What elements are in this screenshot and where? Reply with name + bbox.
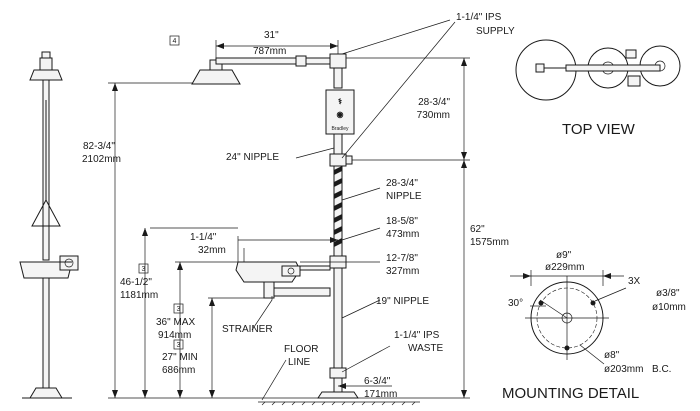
dim-bowl-depth-in: 18-5/8" (386, 216, 418, 227)
floor-hatching (258, 401, 420, 406)
dim-head-to-top-in: 28-3/4" (418, 97, 450, 108)
dim-waste: 1-1/4" IPS (394, 330, 440, 341)
mounting-detail: ø9" ø229mm 3X ø3/8" ø10mm 30° ø8" ø203mm… (502, 250, 686, 402)
callout-head: 4 (173, 38, 177, 45)
mount-holes-count: 3X (628, 276, 641, 287)
top-view: TOP VIEW (515, 39, 681, 138)
label-floor-line-2: LINE (288, 357, 311, 368)
dim-max-mm: 914mm (158, 330, 191, 341)
dim-bowl-offset-in: 12-7/8" (386, 253, 418, 264)
dim-overall-height-in: 82-3/4" (83, 141, 115, 152)
dim-base-in: 6-3/4" (364, 376, 391, 387)
callout-max: 3 (177, 306, 181, 313)
label-strainer: STRAINER (222, 324, 273, 335)
dim-waste-label: WASTE (408, 343, 444, 354)
dim-bowl-depth-mm: 473mm (386, 229, 419, 240)
dim-min-mm: 686mm (162, 365, 195, 376)
dim-head-to-top-mm: 730mm (417, 110, 450, 121)
dim-max-in: 36" MAX (156, 317, 195, 328)
front-view: ⚕ ◉ Bradley (82, 12, 515, 406)
top-view-title: TOP VIEW (562, 121, 636, 138)
svg-text:⚕: ⚕ (338, 97, 342, 106)
dim-arm-length-mm: 787mm (253, 46, 286, 57)
dim-bowl-offset-mm: 327mm (386, 266, 419, 277)
mount-bc-in: ø8" (604, 350, 620, 361)
dim-shower-height-in: 62" (470, 224, 485, 235)
dim-bowl-rise-mm: 32mm (198, 245, 226, 256)
mount-bc-label: B.C. (652, 364, 671, 375)
callout-bowl-height: 3 (142, 266, 146, 273)
label-floor-line-1: FLOOR (284, 344, 318, 355)
dim-bowl-height-in: 46-1/2" (120, 277, 152, 288)
dim-nipple-2834-label: NIPPLE (386, 191, 422, 202)
dim-arm-length-in: 31" (264, 30, 279, 41)
mount-hole-in: ø3/8" (656, 288, 680, 299)
dim-nipple-24: 24" NIPPLE (226, 152, 279, 163)
dim-shower-height-mm: 1575mm (470, 237, 509, 248)
mount-angle: 30° (508, 298, 523, 309)
dim-bowl-rise-in: 1-1/4" (190, 232, 217, 243)
dim-supply: 1-1/4" IPS (456, 12, 502, 23)
pipe-stripes (334, 166, 342, 247)
side-view (19, 51, 79, 399)
dim-base-mm: 171mm (364, 389, 397, 400)
mount-outer-mm: ø229mm (545, 262, 584, 273)
dim-bowl-height-mm: 1181mm (120, 290, 158, 301)
mount-hole-mm: ø10mm (652, 302, 686, 313)
dim-min-in: 27" MIN (162, 352, 198, 363)
callout-min: 3 (177, 342, 181, 349)
mounting-detail-title: MOUNTING DETAIL (502, 385, 639, 402)
dim-nipple-19: 19" NIPPLE (376, 296, 429, 307)
dim-overall-height-mm: 2102mm (82, 154, 121, 165)
dim-supply-label: SUPPLY (476, 26, 515, 37)
mount-bc-mm: ø203mm (604, 364, 643, 375)
svg-text:◉: ◉ (337, 110, 344, 119)
dim-nipple-2834-in: 28-3/4" (386, 178, 418, 189)
mount-outer-in: ø9" (556, 250, 572, 261)
sign-brand: Bradley (332, 126, 349, 132)
